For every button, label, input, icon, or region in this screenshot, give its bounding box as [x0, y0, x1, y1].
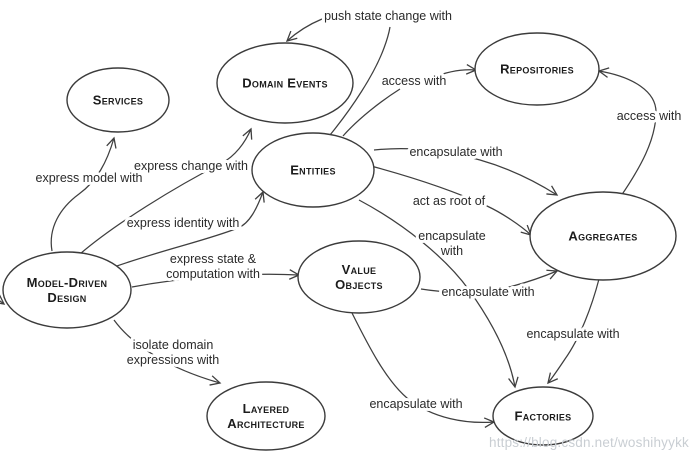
node-services-ellipse	[66, 67, 170, 133]
node-value-objects-ellipse	[297, 240, 421, 314]
edge-express-identity-line	[113, 190, 265, 268]
node-aggregates-label: Aggregates	[568, 229, 637, 244]
node-domain-events-label: Domain Events	[242, 76, 328, 91]
node-aggregates-ellipse	[529, 191, 677, 281]
node-repositories-label: Repositories	[500, 62, 574, 77]
edge-express-model-line	[50, 136, 117, 252]
node-entities-ellipse	[251, 132, 375, 208]
edge-push-state-change-segment-2	[285, 18, 323, 42]
edge-encapsulate-aggregates-factories-label: encapsulate with	[526, 327, 619, 341]
edge-express-change-line	[79, 127, 253, 255]
edge-label-line: isolate domain	[133, 338, 214, 352]
node-label-line: Architecture	[227, 416, 305, 431]
edge-label-line: expressions with	[127, 353, 219, 367]
node-factories-label: Factories	[515, 409, 572, 424]
node-label-line: Design	[47, 290, 86, 305]
edge-access-with-aggregates-label: access with	[617, 109, 682, 123]
edge-access-with-entities-segment-2	[431, 63, 478, 79]
node-label-line: Model-Driven	[27, 275, 108, 290]
node-factories-ellipse	[492, 386, 594, 446]
node-layered-architecture-ellipse	[206, 381, 326, 451]
edge-express-state-computation-label: express state &computation with	[166, 252, 260, 281]
edge-express-change-label: express change with	[134, 159, 248, 173]
edge-push-state-change-segment-1	[329, 26, 391, 136]
edge-label-line: with	[440, 244, 463, 258]
edge-encapsulate-entities-aggregates-line	[373, 148, 559, 196]
edge-isolate-domain-expressions-line	[113, 319, 222, 386]
edge-encapsulate-vo-aggregates-label: encapsulate with	[441, 285, 534, 299]
node-label-line: Objects	[335, 277, 383, 292]
edge-act-as-root-label: act as root of	[413, 194, 486, 208]
edge-express-identity-label: express identity with	[127, 216, 240, 230]
cropped-incoming-arrow	[0, 294, 6, 305]
edge-express-model-label: express model with	[36, 171, 143, 185]
node-services-label: Services	[93, 93, 143, 108]
node-entities-label: Entities	[290, 163, 336, 178]
edge-encapsulate-entities-factories-line	[358, 199, 519, 389]
edge-encapsulate-aggregates-factories-line	[547, 278, 600, 385]
edge-access-with-entities-label: access with	[382, 74, 447, 88]
node-label-line: Value	[342, 262, 377, 277]
watermark: https://blog.csdn.net/woshihyykk	[489, 435, 689, 450]
edge-label-line: encapsulate	[418, 229, 485, 243]
edge-encapsulate-vo-factories-line	[351, 312, 496, 429]
edge-encapsulate-vo-aggregates-line	[420, 269, 559, 293]
node-repositories-ellipse	[474, 32, 600, 106]
edge-encapsulate-entities-aggregates-label: encapsulate with	[409, 145, 502, 159]
edge-label-line: express state &	[170, 252, 257, 266]
edge-access-with-entities-segment-1	[342, 88, 401, 137]
node-label-line: Layered	[243, 401, 290, 416]
edge-push-state-change-label: push state change with	[324, 9, 452, 23]
edge-encapsulate-vo-factories-label: encapsulate with	[369, 397, 462, 411]
edge-label-line: computation with	[166, 267, 260, 281]
edge-act-as-root-line	[370, 165, 533, 236]
node-model-driven-design-ellipse	[2, 251, 132, 329]
edge-express-state-computation-line	[131, 269, 301, 288]
node-domain-events-ellipse	[216, 42, 354, 124]
edge-access-with-aggregates-line	[597, 67, 657, 197]
